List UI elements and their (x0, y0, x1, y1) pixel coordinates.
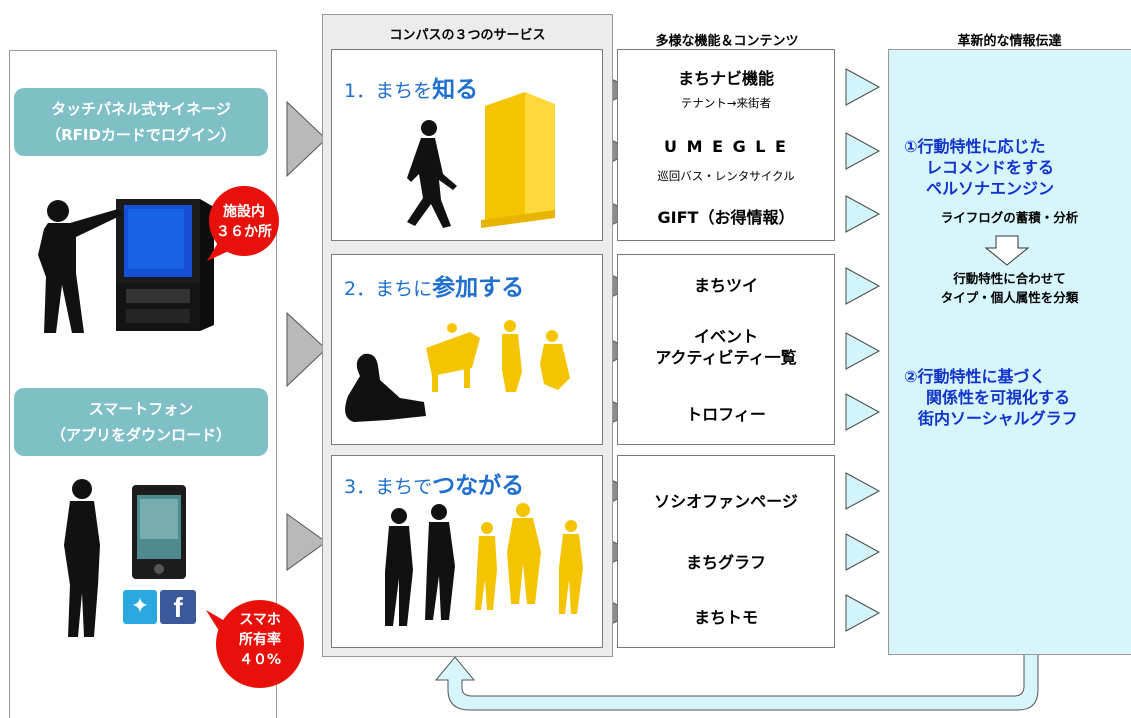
social-graph-text: ②行動特性に基づく 関係性を可視化する 街内ソーシャルグラフ (904, 366, 1078, 429)
classify-text: 行動特性に合わせて タイプ・個人属性を分類 (888, 269, 1131, 307)
feedback-loop-arrow (434, 653, 1039, 711)
feature-machinavi: まちナビ機能 (677, 69, 774, 88)
facebook-icon: f (160, 590, 196, 624)
service-connect-emphasis: つながる (432, 473, 525, 499)
down-arrow-icon (984, 235, 1030, 266)
phone-badge-line-1: スマホ (239, 612, 281, 628)
feature-machitomo: まちトモ (693, 608, 758, 627)
feature-event-list: イベント アクティビティ一覧 (655, 327, 797, 367)
phone-label: スマートフォン （アプリをダウンロード） (14, 388, 268, 456)
feature-socio-fanpage: ソシオファンページ (654, 492, 798, 511)
feature-machitsui: まちツイ (693, 276, 758, 295)
feature-umegle-sub: 巡回バス・レンタサイクル (657, 169, 795, 183)
persona-engine-line-2: レコメンドをする (926, 158, 1055, 177)
phone-badge-line-2: 所有率 (239, 632, 281, 648)
innovation-header: 革新的な情報伝達 (957, 34, 1062, 49)
classify-line-2: タイプ・個人属性を分類 (940, 290, 1079, 305)
feature-umegle: U M E G L E (664, 137, 788, 156)
social-graph-line-3: 街内ソーシャルグラフ (918, 409, 1078, 428)
signage-badge-shape (207, 186, 279, 261)
service-know-emphasis: 知る (432, 77, 479, 103)
signage-badge-line-1: 施設内 (223, 204, 265, 220)
feature-trophy: トロフィー (686, 405, 766, 424)
service-connect-title: 3．まちでつながる (344, 466, 524, 500)
phone-badge: スマホ 所有率 ４０% (230, 610, 290, 670)
services-header: コンパスの３つのサービス (389, 28, 546, 43)
persona-engine-text: ①行動特性に応じた レコメンドをする ペルソナエンジン (904, 136, 1054, 199)
social-graph-line-1: ②行動特性に基づく (904, 367, 1046, 386)
service-know-title: 1．まちを知る (344, 70, 478, 104)
features-group-know (617, 49, 835, 241)
phone-badge-shape (206, 600, 304, 688)
classify-line-1: 行動特性に合わせて (953, 271, 1066, 286)
left-panel (9, 50, 277, 718)
phone-badge-line-3: ４０% (238, 652, 282, 668)
social-graph-line-2: 関係性を可視化する (926, 388, 1071, 407)
persona-engine-line-3: ペルソナエンジン (926, 179, 1055, 198)
networking-people-illustration (385, 503, 583, 626)
service-participate-title: 2．まちに参加する (344, 268, 524, 302)
service-know-box (331, 49, 603, 241)
left-to-service-arrows (286, 100, 327, 571)
arrow-signage-to-service-1 (286, 100, 327, 178)
feature-gift: GIFT（お得情報） (657, 208, 795, 227)
lifelog-text: ライフログの蓄積・分析 (940, 210, 1079, 225)
feature-to-innovation-arrows (845, 68, 881, 632)
signage-label: タッチパネル式サイネージ （RFIDカードでログイン） (14, 88, 268, 156)
signage-person-illustration (38, 199, 214, 333)
service-connect-box (331, 455, 603, 648)
features-group-participate (617, 254, 835, 445)
phone-person-illustration (64, 479, 186, 637)
service-know-prefix: 1．まちを (344, 80, 433, 102)
phone-label-line-2: （アプリをダウンロード） (50, 426, 231, 444)
persona-engine-line-1: ①行動特性に応じた (904, 137, 1046, 156)
signage-label-line-1: タッチパネル式サイネージ (51, 100, 231, 118)
feature-machinavi-sub: テナント→来街者 (680, 96, 772, 110)
signage-badge-line-2: ３６か所 (216, 224, 272, 240)
service-connect-prefix: 3．まちで (344, 476, 433, 498)
innovation-panel (888, 49, 1131, 655)
concert-illustration (345, 320, 570, 422)
phone-label-line-1: スマートフォン (88, 400, 194, 418)
service-participate-prefix: 2．まちに (344, 278, 433, 300)
features-group-connect (617, 455, 835, 648)
arrow-phone-to-service-3 (286, 513, 327, 571)
signage-label-line-2: （RFIDカードでログイン） (46, 126, 236, 144)
walking-person-building-illustration (407, 92, 555, 228)
features-header: 多様な機能＆コンテンツ (655, 34, 799, 49)
service-participate-emphasis: 参加する (432, 275, 525, 301)
twitter-icon: ✦ (123, 590, 157, 624)
feature-machigraph: まちグラフ (685, 553, 766, 572)
arrow-signage-to-service-2 (286, 311, 327, 388)
signage-badge: 施設内 ３６か所 (214, 202, 274, 242)
